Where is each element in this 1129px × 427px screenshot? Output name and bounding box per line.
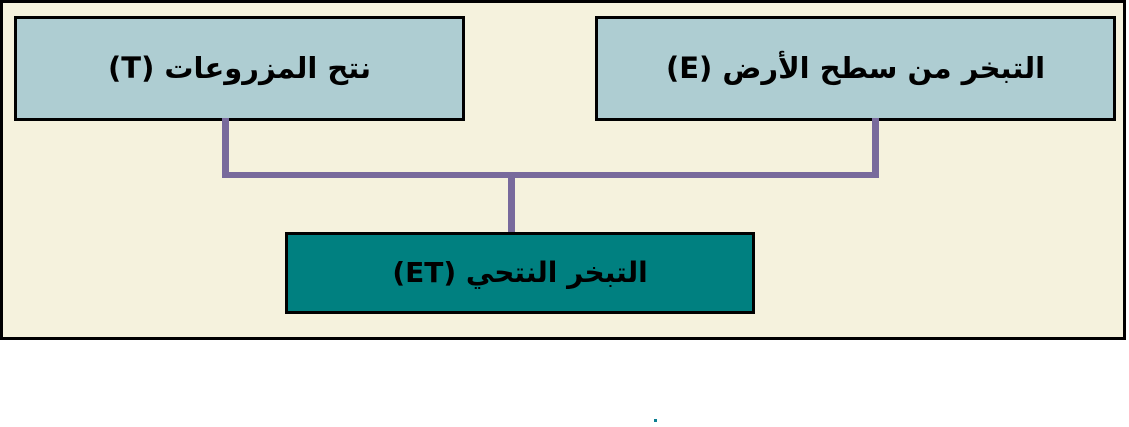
connector-evapotranspiration-drop (508, 172, 515, 234)
node-evapotranspiration-label: التبخر النتحي (ET) (392, 255, 648, 289)
connector-transpiration-stem (222, 118, 229, 178)
node-evaporation-label: التبخر من سطح الأرض (E) (665, 50, 1046, 85)
node-evaporation[interactable]: التبخر من سطح الأرض (E) (595, 16, 1116, 121)
diagram-panel: نتح المزروعات (T) التبخر من سطح الأرض (E… (0, 0, 1126, 340)
node-transpiration-label: نتح المزروعات (T) (108, 50, 372, 85)
node-evapotranspiration[interactable]: التبخر النتحي (ET) (285, 232, 755, 314)
connector-crossbar (222, 172, 879, 178)
node-transpiration[interactable]: نتح المزروعات (T) (14, 16, 465, 121)
stray-dot-artifact (654, 419, 657, 422)
connector-evaporation-stem (872, 118, 879, 178)
